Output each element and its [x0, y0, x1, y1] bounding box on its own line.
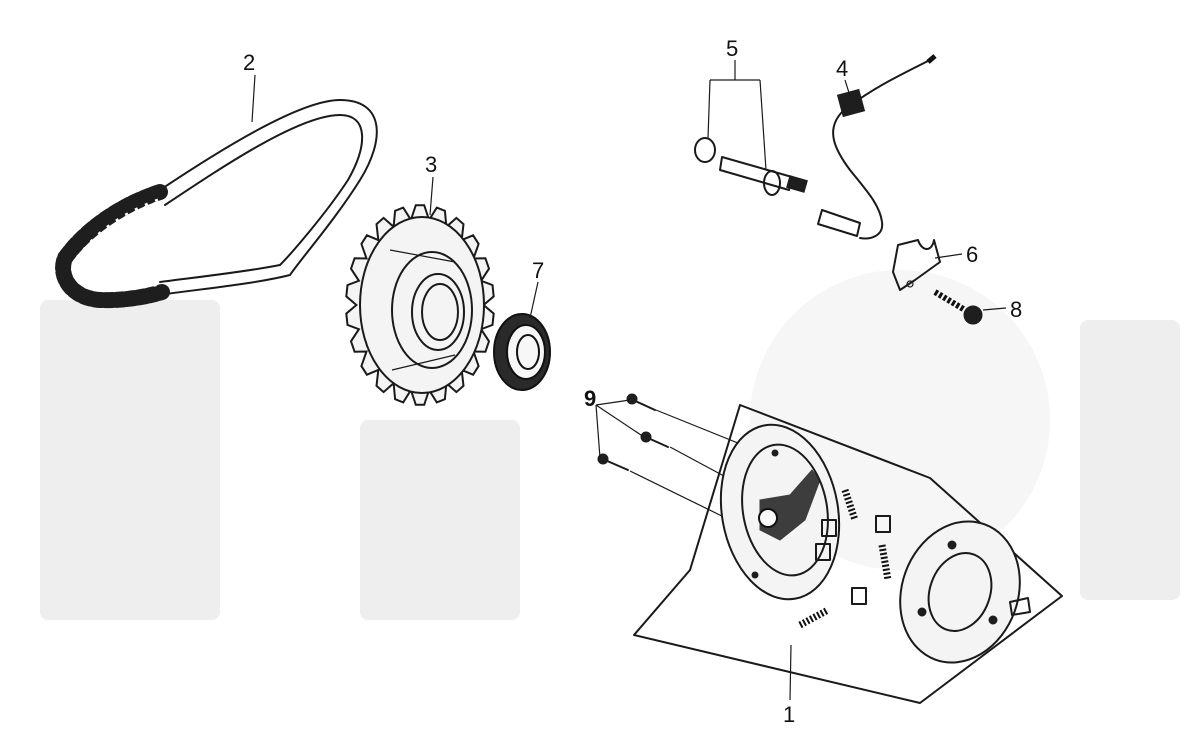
bracket — [892, 239, 941, 291]
callout-4: 4 — [836, 56, 848, 81]
callout-7: 7 — [532, 258, 544, 283]
sprocket — [345, 204, 495, 406]
callout-5: 5 — [726, 36, 738, 61]
bolt — [933, 289, 983, 325]
shaft-and-o-ring — [694, 137, 808, 196]
callout-2: 2 — [243, 50, 255, 75]
sensor-wire — [817, 54, 937, 240]
drive-chain — [55, 99, 378, 309]
callout-3: 3 — [425, 152, 437, 177]
callout-8: 8 — [1010, 297, 1022, 322]
callout-labels: 1 2 3 4 5 6 7 8 9 — [243, 36, 1022, 727]
callout-9: 9 — [584, 386, 596, 411]
screws — [597, 393, 781, 521]
callout-1: 1 — [783, 702, 795, 727]
callout-6: 6 — [966, 242, 978, 267]
oil-seal — [493, 313, 551, 391]
leader-lines — [251, 60, 1007, 701]
clutch-assembly — [633, 404, 1063, 704]
